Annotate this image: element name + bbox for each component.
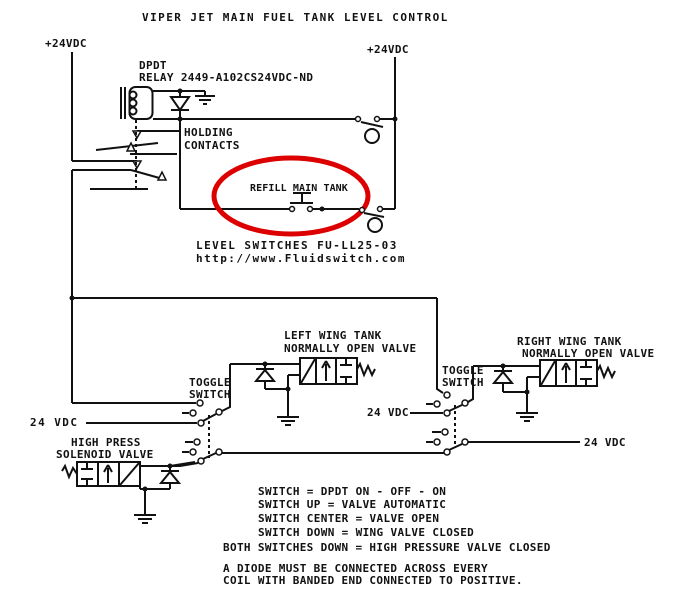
right-24v-rail bbox=[392, 57, 398, 209]
holding-contact-wire bbox=[179, 119, 289, 210]
page-title: VIPER JET MAIN FUEL TANK LEVEL CONTROL bbox=[142, 11, 449, 24]
right-valve-diode-icon bbox=[491, 366, 527, 393]
left-valve-circuit bbox=[230, 357, 376, 426]
left-toggle-label-2: SWITCH bbox=[189, 388, 231, 401]
right-wing-valve-icon bbox=[539, 359, 616, 387]
left-valve-label-2: NORMALLY OPEN VALVE bbox=[284, 342, 417, 355]
supply-top-right-label: +24VDC bbox=[367, 43, 409, 56]
right-toggle-label-2: SWITCH bbox=[442, 376, 484, 389]
note-line-2: SWITCH UP = VALVE AUTOMATIC bbox=[258, 498, 447, 511]
right-toggle-label-1: TOGGLE bbox=[442, 364, 484, 377]
level-switch-2-icon bbox=[358, 205, 395, 233]
supply-left-mid-label: 24 VDC bbox=[30, 416, 79, 429]
relay-coil bbox=[120, 86, 154, 120]
relay-diode-icon bbox=[169, 91, 191, 119]
high-pressure-valve-icon bbox=[61, 461, 141, 487]
diode-note-2: COIL WITH BANDED END CONNECTED TO POSITI… bbox=[223, 574, 523, 587]
note-line-4: SWITCH DOWN = WING VALVE CLOSED bbox=[258, 526, 475, 539]
left-valve-label-1: LEFT WING TANK bbox=[284, 329, 382, 342]
note-line-1: SWITCH = DPDT ON - OFF - ON bbox=[258, 485, 447, 498]
holding-contacts-label-1: HOLDING bbox=[184, 126, 233, 139]
right-toggle-switch bbox=[410, 366, 580, 456]
supply-center-label: 24 VDC bbox=[367, 406, 409, 419]
left-wing-valve-icon bbox=[299, 357, 376, 385]
right-valve-ground-icon bbox=[516, 412, 538, 422]
right-valve-label-1: RIGHT WING TANK bbox=[517, 335, 622, 348]
hp-valve-label-1: HIGH PRESS bbox=[71, 436, 141, 449]
level-switch-url: http://www.Fluidswitch.com bbox=[196, 252, 406, 265]
highlight-ellipse bbox=[211, 155, 371, 237]
hp-valve-circuit bbox=[61, 461, 196, 524]
hp-valve-ground-icon bbox=[134, 514, 156, 524]
note-line-3: SWITCH CENTER = VALVE OPEN bbox=[258, 512, 440, 525]
relay-part-label: RELAY 2449-A102CS24VDC-ND bbox=[139, 71, 314, 84]
left-toggle-switch bbox=[86, 364, 444, 467]
left-24v-rail bbox=[69, 52, 75, 403]
refill-button-label: REFILL MAIN TANK bbox=[250, 183, 348, 194]
note-line-5: BOTH SWITCHES DOWN = HIGH PRESSURE VALVE… bbox=[223, 541, 551, 554]
left-valve-diode-icon bbox=[253, 364, 288, 390]
relay-contacts bbox=[72, 120, 180, 190]
supply-bottom-right-label: 24 VDC bbox=[584, 436, 626, 449]
distribution-wiring bbox=[72, 297, 444, 404]
relay-ground-icon bbox=[195, 91, 215, 105]
level-switch-1-icon bbox=[354, 115, 395, 144]
right-valve-label-2: NORMALLY OPEN VALVE bbox=[522, 347, 655, 360]
level-switch-model-label: LEVEL SWITCHES FU-LL25-03 bbox=[196, 239, 398, 252]
hp-valve-label-2: SOLENOID VALVE bbox=[56, 448, 154, 461]
hp-valve-diode-icon bbox=[158, 466, 182, 489]
right-valve-circuit bbox=[473, 359, 616, 422]
refill-pushbutton bbox=[288, 192, 359, 213]
holding-contacts-label-2: CONTACTS bbox=[184, 139, 240, 152]
supply-top-left-label: +24VDC bbox=[45, 37, 87, 50]
left-toggle-label-1: TOGGLE bbox=[189, 376, 231, 389]
relay-type-label: DPDT bbox=[139, 59, 167, 72]
diode-note-1: A DIODE MUST BE CONNECTED ACROSS EVERY bbox=[223, 562, 488, 575]
left-valve-ground-icon bbox=[277, 416, 299, 426]
